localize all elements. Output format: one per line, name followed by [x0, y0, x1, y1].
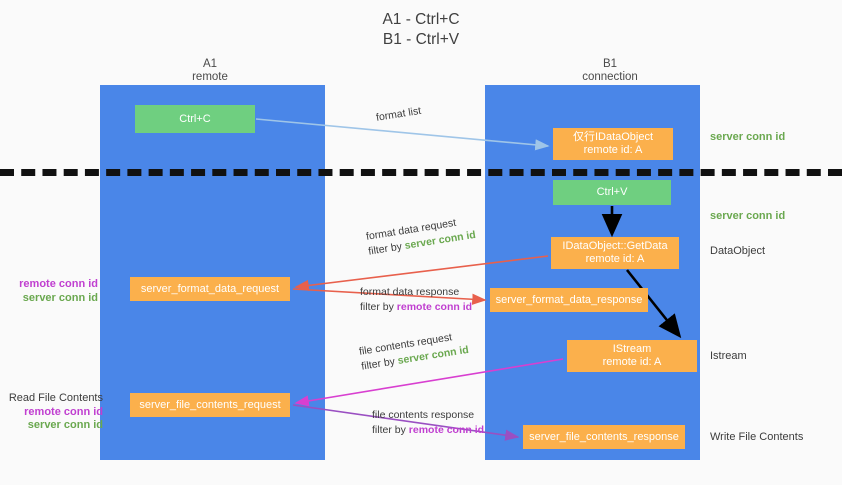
arrow-file-contents-request	[294, 358, 564, 407]
node-istream-remote-id: remote id: A	[602, 356, 662, 368]
annotation-file-contents-response-line2: filter by remote conn id	[372, 423, 484, 438]
annotation-format-data-response-line2: filter by remote conn id	[360, 300, 472, 315]
filter-key-remote-conn-id: remote conn id	[408, 424, 485, 436]
arrow-getdata-to-istream	[625, 269, 682, 339]
node-server-format-data-response-label: server_format_data_response	[495, 293, 643, 306]
filter-by-text: filter by	[360, 301, 397, 313]
node-idataobject[interactable]: 仅行IDataObject remote id: A	[553, 128, 673, 160]
label-conn-id-group-top: remote conn id server conn id	[8, 278, 98, 305]
arrow-format-list	[255, 118, 550, 151]
label-read-file-contents-group: Read File Contents remote conn id server…	[8, 392, 103, 433]
label-server-conn-id: server conn id	[22, 291, 98, 304]
node-server-format-data-response[interactable]: server_format_data_response	[490, 288, 648, 312]
label-server-conn-id: server conn id	[27, 419, 103, 431]
column-header-a1: A1 remote	[130, 58, 290, 84]
arrow-format-data-request	[294, 255, 549, 291]
label-write-file-contents: Write File Contents	[710, 431, 804, 443]
column-b1-sub: connection	[582, 71, 638, 83]
node-getdata-label: IDataObject::GetData	[562, 240, 668, 252]
column-header-b1: B1 connection	[530, 58, 690, 84]
node-istream[interactable]: IStream remote id: A	[567, 340, 697, 372]
node-server-file-contents-response-label: server_file_contents_response	[529, 430, 679, 443]
annotation-file-contents-response-line1: file contents response	[372, 409, 475, 421]
node-ctrl-c[interactable]: Ctrl+C	[135, 105, 255, 133]
node-idataobject-label: 仅行IDataObject	[572, 131, 654, 143]
node-server-format-data-request[interactable]: server_format_data_request	[130, 277, 290, 301]
annotation-format-data-response-line1: format data response	[360, 286, 460, 298]
label-server-conn-id-mid: server conn id	[710, 210, 786, 222]
phase-divider	[0, 169, 842, 176]
filter-by-text: filter by	[372, 424, 409, 436]
column-b1-name: B1	[602, 58, 618, 70]
node-ctrl-v[interactable]: Ctrl+V	[553, 180, 671, 205]
node-istream-label: IStream	[612, 343, 652, 355]
label-read-file-contents: Read File Contents	[8, 392, 103, 404]
label-dataobject: DataObject	[710, 245, 766, 257]
arrow-file-contents-response	[292, 404, 520, 441]
node-ctrl-v-label: Ctrl+V	[596, 186, 628, 198]
title-line-2: B1 - Ctrl+V	[382, 31, 460, 48]
node-server-file-contents-request-label: server_file_contents_request	[139, 398, 281, 411]
title-line-1: A1 - Ctrl+C	[382, 11, 460, 28]
column-a1-sub: remote	[192, 71, 228, 83]
arrow-format-data-response	[292, 288, 487, 305]
filter-key-remote-conn-id: remote conn id	[396, 301, 473, 313]
node-ctrl-c-label: Ctrl+C	[179, 112, 211, 125]
annotation-format-data-response: format data response filter by remote co…	[360, 285, 472, 315]
node-server-file-contents-response[interactable]: server_file_contents_response	[523, 425, 685, 449]
label-server-conn-id-top: server conn id	[710, 131, 786, 143]
label-remote-conn-id: remote conn id	[24, 405, 103, 418]
label-istream: Istream	[710, 350, 747, 362]
node-idataobject-getdata[interactable]: IDataObject::GetData remote id: A	[551, 237, 679, 269]
node-server-format-data-request-label: server_format_data_request	[140, 282, 280, 295]
page-title: A1 - Ctrl+C B1 - Ctrl+V	[0, 10, 842, 50]
label-remote-conn-id: remote conn id	[19, 278, 98, 290]
node-getdata-remote-id: remote id: A	[585, 253, 645, 265]
node-server-file-contents-request[interactable]: server_file_contents_request	[130, 393, 290, 417]
column-a1-name: A1	[202, 58, 218, 70]
annotation-file-contents-response: file contents response filter by remote …	[372, 408, 484, 438]
node-idataobject-remote-id: remote id: A	[583, 144, 643, 156]
